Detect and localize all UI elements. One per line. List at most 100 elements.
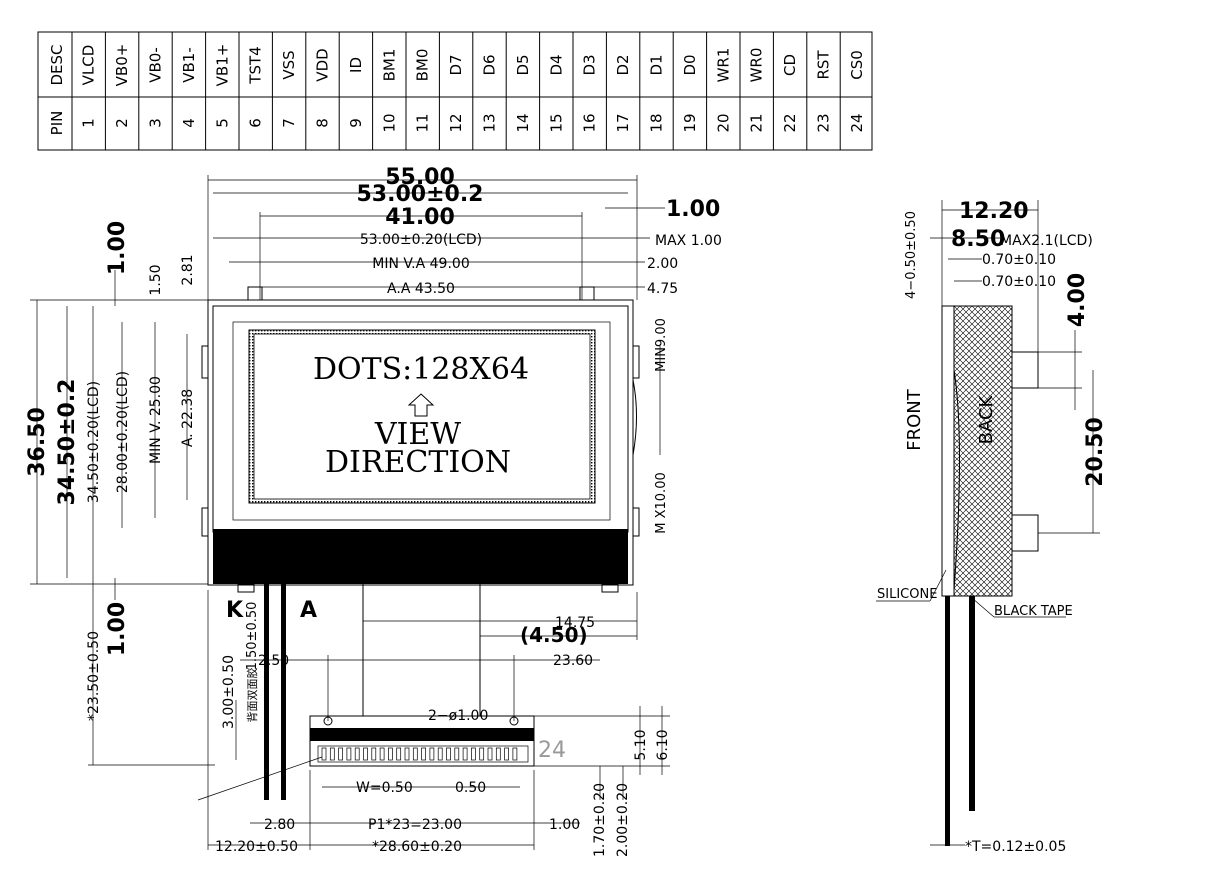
- dim-200: 2.00±0.20: [615, 783, 631, 857]
- backlight-band: [213, 529, 628, 584]
- dim-250: 2.50: [258, 653, 289, 669]
- pin-number-6: 6: [247, 118, 265, 128]
- dim-active-area: A.A 43.50: [387, 281, 455, 297]
- pin-number-17: 17: [614, 113, 632, 132]
- fpc-stiffener: [310, 728, 534, 741]
- pin-desc-1: VLCD: [80, 45, 98, 86]
- fpc-finger: [363, 747, 368, 761]
- pin-number-11: 11: [414, 113, 432, 132]
- fpc-finger: [354, 747, 360, 761]
- pin-number-22: 22: [781, 113, 799, 132]
- fpc-finger: [346, 747, 352, 761]
- pin-number-12: 12: [447, 113, 465, 132]
- label-front: FRONT: [904, 388, 925, 450]
- fpc-finger: [338, 747, 343, 761]
- fpc-finger: [504, 747, 509, 761]
- pin-desc-9: ID: [347, 57, 365, 73]
- pin-number-15: 15: [547, 113, 565, 132]
- pin-table-pin-header: PIN: [48, 111, 66, 136]
- fpc-finger: [429, 747, 435, 761]
- pin-desc-23: RST: [815, 50, 833, 80]
- pin-number-2: 2: [113, 118, 131, 128]
- pin-desc-14: D5: [514, 54, 532, 75]
- pin-desc-6: TST4: [247, 46, 265, 84]
- fpc-finger: [495, 747, 501, 761]
- lcd-label-direction: DIRECTION: [325, 445, 511, 480]
- side-glass: [941, 305, 955, 597]
- arrow-up-icon: [407, 393, 435, 417]
- pin-desc-19: D0: [681, 54, 699, 75]
- lcd-label-dots: DOTS:128X64: [313, 352, 529, 387]
- dim-610: 6.10: [655, 729, 671, 760]
- dim-2050: 20.50: [1083, 417, 1108, 487]
- pin-number-8: 8: [314, 118, 332, 128]
- fpc-finger: [396, 747, 402, 761]
- dim-lcd-note: MAX2.1(LCD): [1000, 233, 1093, 249]
- label-a: A: [300, 598, 317, 623]
- side-view: FRONT BACK 12.20 8.50 MAX2.1(LCD) 0.70±0…: [876, 199, 1108, 855]
- fpc-contacts: [317, 745, 529, 763]
- pin-desc-13: D6: [481, 54, 499, 75]
- pin-desc-21: WR0: [748, 48, 766, 83]
- pin-desc-12: D7: [447, 54, 465, 75]
- fpc-finger: [379, 747, 385, 761]
- dim-100b: 1.00: [549, 817, 580, 833]
- dim-2360: 23.60: [553, 653, 593, 669]
- fpc-finger: [412, 747, 418, 761]
- pin-number-3: 3: [147, 118, 165, 128]
- dim-width-outline: 53.00±0.2: [357, 182, 484, 207]
- side-fpc: [945, 596, 950, 846]
- fpc-finger: [512, 747, 518, 761]
- fpc-finger: [479, 747, 485, 761]
- dim-170: 1.70±0.20: [592, 783, 608, 857]
- dim-280: 2.80: [264, 817, 295, 833]
- fpc-finger: [454, 747, 460, 761]
- pin-number-7: 7: [280, 118, 298, 128]
- fpc-finger: [321, 747, 327, 761]
- dim-top-1: 1.00: [105, 221, 130, 275]
- fpc-finger: [404, 747, 410, 761]
- dim-t: *T=0.12±0.05: [965, 839, 1066, 855]
- pin-desc-15: D4: [547, 54, 565, 75]
- pin-desc-3: VB0-: [147, 47, 165, 83]
- fpc-finger: [446, 747, 451, 761]
- dim-050: 0.50: [455, 780, 486, 796]
- dim-510: 5.10: [633, 729, 649, 760]
- dim-300: 3.00±0.50: [221, 655, 237, 729]
- dim-lcd-width: 53.00±0.20(LCD): [360, 232, 482, 248]
- pin-number-13: 13: [481, 113, 499, 132]
- pin-table: VLCD1VB0+2VB0-3VB1-4VB1+5TST46VSS7VDD8ID…: [37, 31, 873, 151]
- dim-max: MAX 1.00: [655, 233, 722, 249]
- dim-pin24: 24: [538, 738, 566, 763]
- dim-height-outline: 34.50±0.2: [55, 379, 80, 506]
- pin-desc-24: CS0: [848, 50, 866, 80]
- pin-number-23: 23: [815, 113, 833, 132]
- dim-min9: MIN9.00: [654, 318, 669, 372]
- dim-070a: 0.70±0.10: [982, 252, 1056, 268]
- pin-number-1: 1: [80, 118, 98, 128]
- dim-lcd-thick: 8.50: [951, 227, 1005, 252]
- pin-number-4: 4: [180, 118, 198, 128]
- dim-1220: 12.20±0.50: [215, 839, 298, 855]
- dim-450: (4.50): [520, 623, 588, 647]
- front-view: DOTS:128X64 VIEW DIRECTION 55.00 53.00±0…: [25, 165, 722, 857]
- pin-desc-11: BM0: [414, 49, 432, 82]
- dim-400: 4.00: [1065, 273, 1090, 327]
- pin-number-5: 5: [213, 118, 231, 128]
- pin-desc-4: VB1-: [180, 47, 198, 83]
- pin-desc-20: WR1: [714, 48, 732, 83]
- dim-right-1: 1.00: [666, 197, 720, 222]
- pin-desc-17: D2: [614, 54, 632, 75]
- pin-table-desc-header: DESC: [48, 44, 66, 85]
- fpc-finger: [421, 747, 426, 761]
- pin-number-24: 24: [848, 113, 866, 132]
- dim-475: 4.75: [647, 281, 678, 297]
- pin-desc-22: CD: [781, 54, 799, 76]
- fpc-finger: [462, 747, 468, 761]
- dim-view-area: MIN V.A 49.00: [372, 256, 469, 272]
- pin-number-9: 9: [347, 118, 365, 128]
- dim-150b: 1.50±0.50: [245, 602, 260, 671]
- dim-pitch: P1*23=23.00: [368, 817, 462, 833]
- dim-1475: 14.75: [555, 615, 595, 631]
- dim-4050: 4−0.50±0.50: [904, 211, 919, 299]
